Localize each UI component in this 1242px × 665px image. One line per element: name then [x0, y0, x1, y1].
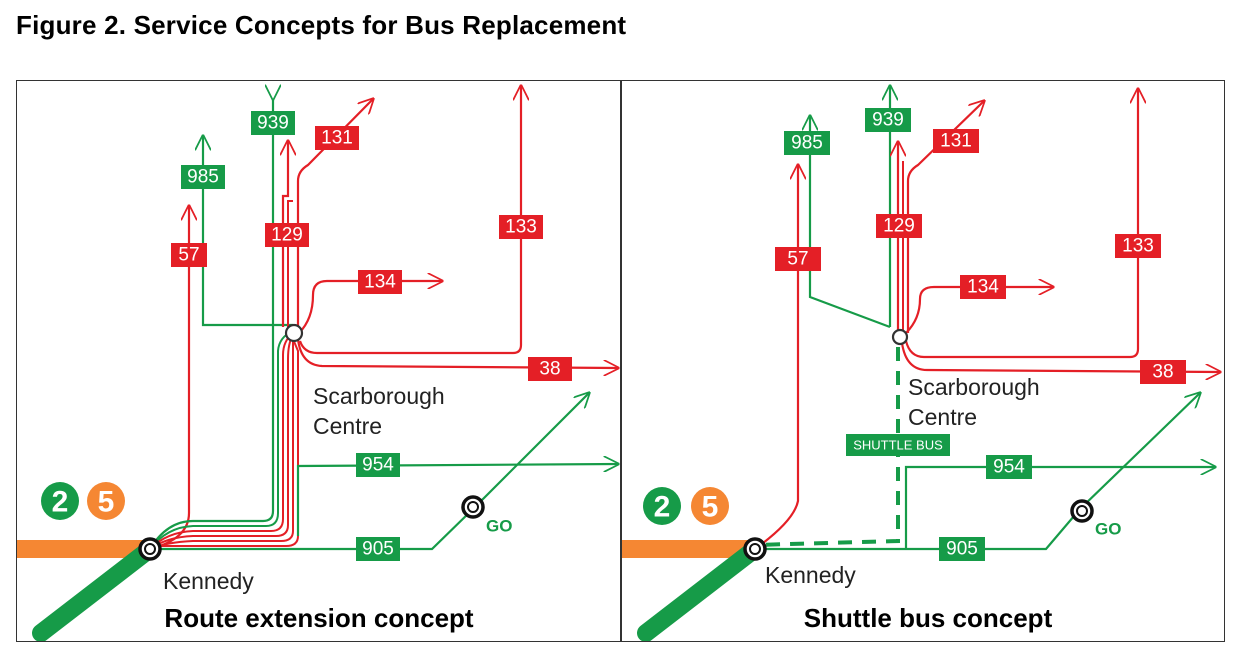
line-5-badge-label: 5 [98, 486, 115, 519]
svg-text:954: 954 [993, 457, 1025, 478]
route-905-line [150, 393, 589, 551]
centre-label: Centre [908, 404, 977, 430]
svg-text:57: 57 [178, 245, 199, 266]
svg-text:57: 57 [787, 249, 808, 270]
shuttle-bus-label: SHUTTLE BUS [846, 434, 950, 456]
route-939-label: 939 [251, 111, 295, 135]
kennedy-station-inner [749, 543, 761, 555]
bundle-line [149, 332, 294, 550]
figure-title: Figure 2. Service Concepts for Bus Repla… [16, 10, 627, 40]
bundle-line [149, 330, 294, 550]
route-905-label: 905 [356, 537, 400, 561]
go-station-inner [1076, 505, 1088, 517]
route-954-line [296, 464, 618, 536]
route-38-line [900, 342, 1220, 372]
route-954-label: 954 [986, 455, 1032, 479]
route-954-line [904, 467, 1215, 549]
route-133-line [904, 89, 1138, 359]
route-57-line [754, 165, 798, 550]
go-logo: GO [1095, 520, 1121, 539]
go-station-inner [467, 501, 479, 513]
svg-text:939: 939 [257, 113, 289, 134]
bundle-line [149, 337, 294, 550]
route-131-label: 131 [933, 129, 979, 153]
scarborough-centre-station [284, 323, 304, 343]
svg-text:134: 134 [967, 277, 999, 298]
line-5-badge [87, 482, 125, 520]
route-905-label: 905 [939, 537, 985, 561]
shuttle-bus-map: GO 2 5 985 939 131 57 129 133 134 38 954… [622, 81, 1225, 641]
bundle-line [150, 338, 299, 547]
line-2-track [637, 540, 764, 641]
svg-text:133: 133 [1122, 236, 1154, 257]
bundle-line [149, 334, 294, 550]
centre-label: Centre [313, 413, 382, 439]
svg-text:939: 939 [872, 110, 904, 131]
line-2-badge [643, 487, 681, 525]
route-38-label: 38 [1140, 360, 1186, 384]
shuttle-bus-caption: Shuttle bus concept [804, 603, 1053, 633]
svg-text:954: 954 [362, 455, 394, 476]
route-131-line [906, 101, 984, 333]
svg-text:905: 905 [362, 539, 394, 560]
shuttle-bus-panel: GO 2 5 985 939 131 57 129 133 134 38 954… [621, 80, 1225, 642]
svg-text:133: 133 [505, 217, 537, 238]
route-extension-map: GO 2 5 985 939 131 57 129 133 134 38 954… [17, 81, 621, 641]
line-2-badge [41, 482, 79, 520]
route-131-label: 131 [315, 126, 359, 150]
route-129-line [283, 141, 288, 327]
svg-text:38: 38 [539, 359, 560, 380]
route-57-label: 57 [775, 247, 821, 271]
route-133-label: 133 [1115, 234, 1161, 258]
svg-text:SHUTTLE BUS: SHUTTLE BUS [853, 438, 943, 453]
route-134-label: 134 [358, 270, 402, 294]
scarborough-label: Scarborough [313, 383, 445, 409]
kennedy-label: Kennedy [163, 568, 254, 594]
route-134-line [298, 281, 442, 334]
route-131-line [296, 99, 373, 327]
go-logo: GO [486, 517, 512, 536]
route-129-label: 129 [265, 223, 309, 247]
route-985-line [203, 136, 293, 327]
route-954-label: 954 [356, 453, 400, 477]
route-38-line [296, 338, 618, 368]
line-5-badge [691, 487, 729, 525]
svg-text:38: 38 [1152, 362, 1173, 383]
kennedy-label: Kennedy [765, 562, 856, 588]
svg-text:131: 131 [940, 131, 972, 152]
line-2-track [32, 540, 159, 641]
line-2-badge-label: 2 [654, 491, 671, 524]
route-57-label: 57 [171, 243, 207, 267]
route-985-label: 985 [784, 131, 830, 155]
route-129-line [287, 200, 293, 327]
kennedy-station-inner [144, 543, 156, 555]
route-939-line [149, 99, 273, 550]
route-134-line [905, 287, 1053, 334]
svg-text:131: 131 [321, 128, 353, 149]
scarborough-label: Scarborough [908, 374, 1040, 400]
route-38-label: 38 [528, 357, 572, 381]
route-985-line [810, 116, 891, 329]
scarborough-centre-station [891, 328, 909, 346]
shuttle-bus-line [754, 347, 900, 547]
svg-text:985: 985 [187, 167, 219, 188]
route-985-label: 985 [181, 165, 225, 189]
route-133-line [298, 86, 521, 355]
line-2-badge-label: 2 [52, 486, 69, 519]
svg-text:134: 134 [364, 272, 396, 293]
route-134-label: 134 [960, 275, 1006, 299]
route-extension-caption: Route extension concept [164, 603, 473, 633]
route-133-label: 133 [499, 215, 543, 239]
line-5-badge-label: 5 [702, 491, 719, 524]
svg-text:129: 129 [883, 216, 915, 237]
route-129-label: 129 [876, 214, 922, 238]
svg-text:129: 129 [271, 225, 303, 246]
route-939-label: 939 [865, 108, 911, 132]
svg-text:905: 905 [946, 539, 978, 560]
svg-text:985: 985 [791, 133, 823, 154]
route-905-line [755, 393, 1200, 551]
route-extension-panel: GO 2 5 985 939 131 57 129 133 134 38 954… [16, 80, 621, 642]
